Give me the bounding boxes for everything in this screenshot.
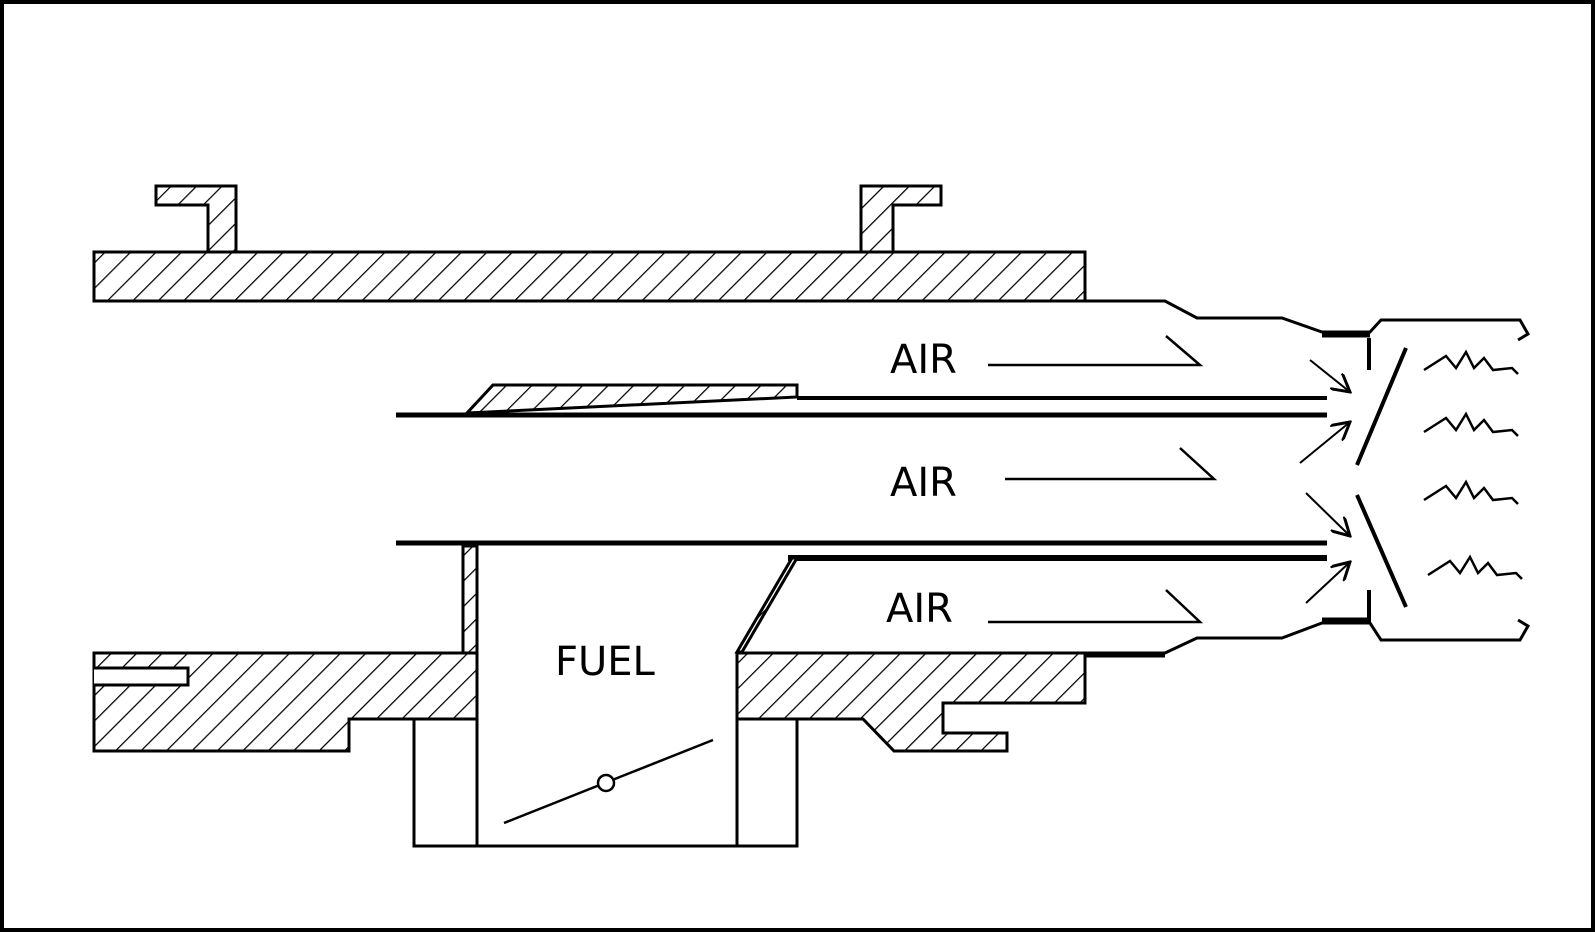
damper-pivot (596, 773, 616, 793)
left-flange (154, 184, 238, 254)
air-arrow-middle (1005, 447, 1218, 481)
air-label-middle: AIR (890, 460, 957, 506)
air-arrow-upper (988, 335, 1204, 367)
swirl-vanes (1355, 338, 1408, 622)
air-arrows (988, 335, 1218, 624)
nozzle-lower-contour (990, 618, 1531, 655)
fuel-label: FUEL (555, 639, 656, 685)
air-arrow-lower (988, 589, 1204, 624)
lower-wall-left (92, 651, 479, 753)
upper-wall (92, 184, 1087, 303)
nozzle-upper-contour (990, 299, 1531, 342)
air-label-upper: AIR (890, 337, 957, 383)
fuel-riser (461, 544, 479, 655)
right-flange (859, 184, 943, 254)
lower-wall-right (735, 651, 1087, 753)
fuel-inlet-housing (412, 653, 799, 848)
lower-inner-tube (396, 540, 1327, 654)
air-label-lower: AIR (886, 586, 953, 632)
flame-squiggles (1423, 349, 1523, 580)
upper-inner-tube (396, 383, 1327, 418)
mixing-arrows (1299, 359, 1350, 604)
